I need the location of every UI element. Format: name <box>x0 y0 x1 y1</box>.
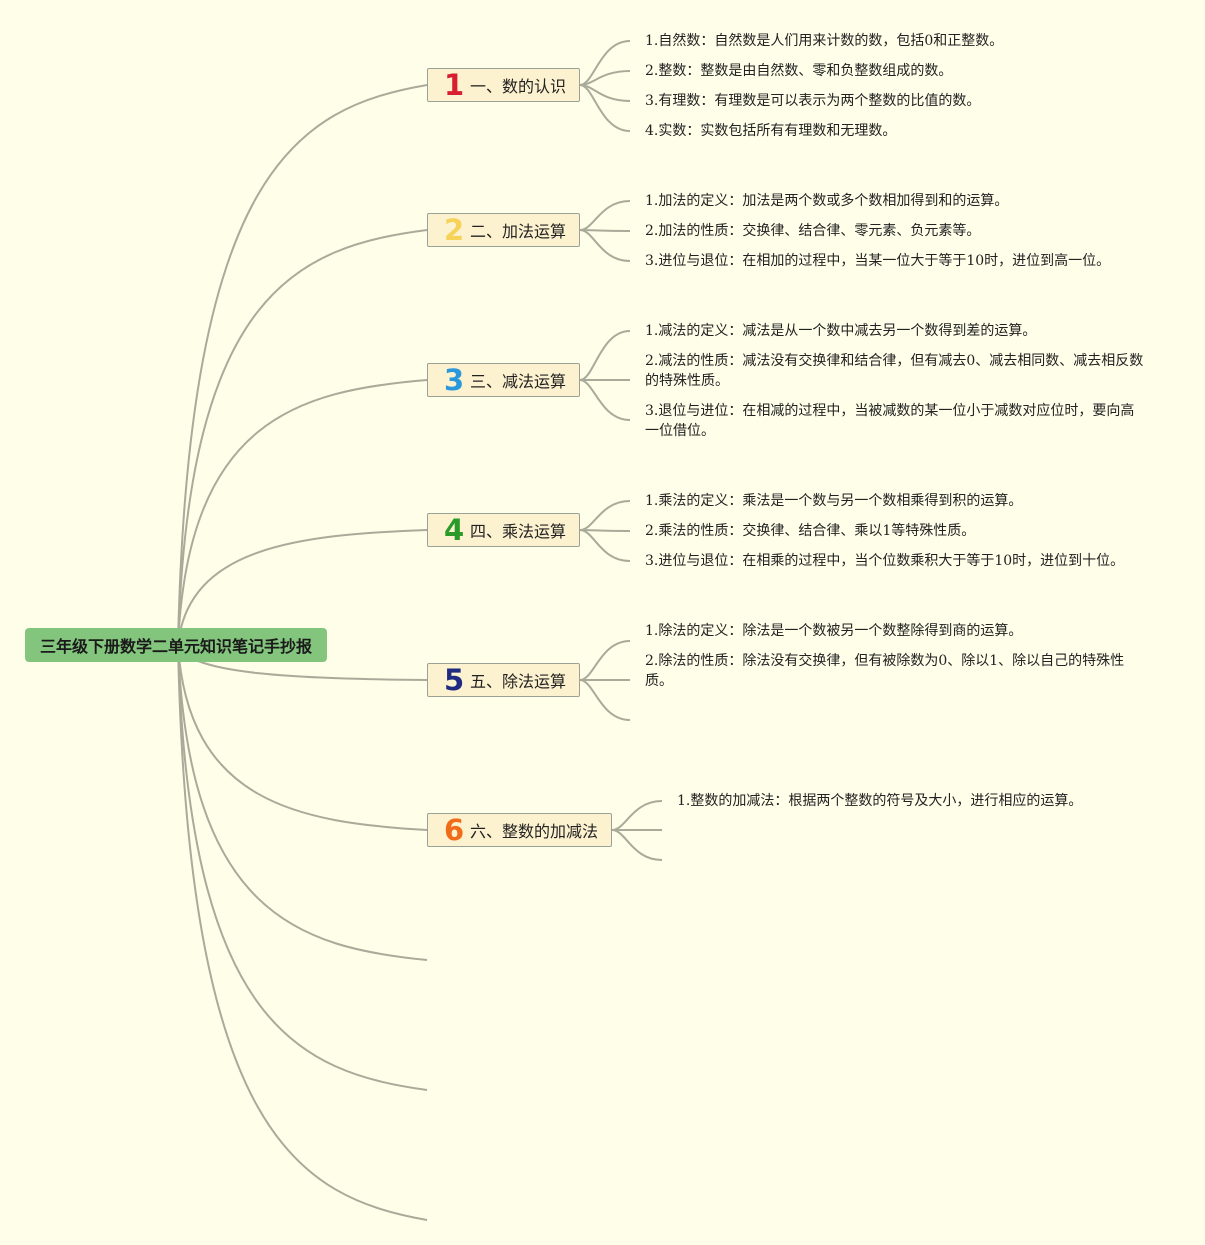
branch-label: 一、数的认识 <box>470 77 567 96</box>
branch-node-1[interactable]: 1 一、数的认识 <box>427 68 580 102</box>
leaf-item[interactable]: 3.退位与进位：在相减的过程中，当被减数的某一位小于减数对应位时，要向高一位借位… <box>645 403 1135 439</box>
leaf-item[interactable]: 4.实数：实数包括所有有理数和无理数。 <box>645 123 897 139</box>
leaf-item[interactable]: 1.减法的定义：减法是从一个数中减去另一个数得到差的运算。 <box>645 323 1037 339</box>
leaf-item[interactable]: 1.除法的定义：除法是一个数被另一个数整除得到商的运算。 <box>645 623 1023 639</box>
number-5-icon: 5 <box>444 662 465 697</box>
root-connector-2 <box>177 229 428 646</box>
leaf-item[interactable]: 2.乘法的性质：交换律、结合律、乘以1等特殊性质。 <box>645 523 976 539</box>
branch-label: 六、整数的加减法 <box>470 822 599 841</box>
branch-label: 五、除法运算 <box>470 672 567 691</box>
leaf-connector <box>579 84 631 102</box>
leaf-item[interactable]: 3.进位与退位：在相加的过程中，当某一位大于等于10时，进位到高一位。 <box>645 253 1111 269</box>
root-connector-4 <box>177 529 428 646</box>
branch-node-6[interactable]: 6 六、整数的加减法 <box>427 813 612 847</box>
leaf-item[interactable]: 3.进位与退位：在相乘的过程中，当个位数乘积大于等于10时，进位到十位。 <box>645 553 1125 569</box>
number-4-icon: 4 <box>444 512 465 547</box>
branch-node-4[interactable]: 4 四、乘法运算 <box>427 513 580 547</box>
branch-node-2[interactable]: 2 二、加法运算 <box>427 213 580 247</box>
number-6-icon: 6 <box>444 812 465 847</box>
leaf-connector <box>579 679 631 721</box>
leaf-connector <box>579 70 631 86</box>
branch-label: 二、加法运算 <box>470 222 567 241</box>
leaf-connector <box>579 229 631 262</box>
leaf-connector <box>579 529 631 562</box>
number-3-icon: 3 <box>444 362 465 397</box>
root-node[interactable]: 三年级下册数学二单元知识笔记手抄报 <box>25 628 327 662</box>
leaf-connector <box>579 84 631 132</box>
root-connector-3 <box>177 379 428 646</box>
leaf-connector <box>611 800 663 831</box>
leaf-connector <box>579 500 631 531</box>
number-1-icon: 1 <box>444 67 465 102</box>
root-connector-7 <box>177 644 428 961</box>
leaf-connector <box>579 529 631 532</box>
root-connector-9 <box>177 644 428 1221</box>
leaf-item[interactable]: 1.加法的定义：加法是两个数或多个数相加得到和的运算。 <box>645 193 1009 209</box>
leaf-item[interactable]: 1.整数的加减法：根据两个整数的符号及大小，进行相应的运算。 <box>677 793 1083 809</box>
branch-node-5[interactable]: 5 五、除法运算 <box>427 663 580 697</box>
leaf-item[interactable]: 3.有理数：有理数是可以表示为两个整数的比值的数。 <box>645 93 981 109</box>
leaf-connector <box>579 330 631 381</box>
leaf-connector <box>579 40 631 86</box>
leaf-item[interactable]: 1.自然数：自然数是人们用来计数的数，包括0和正整数。 <box>645 33 1004 49</box>
number-2-icon: 2 <box>444 212 465 247</box>
leaf-item[interactable]: 2.加法的性质：交换律、结合律、零元素、负元素等。 <box>645 223 981 239</box>
leaf-item[interactable]: 2.除法的性质：除法没有交换律，但有被除数为0、除以1、除以自己的特殊性质。 <box>645 653 1125 689</box>
root-title: 三年级下册数学二单元知识笔记手抄报 <box>39 637 312 656</box>
leaf-item[interactable]: 2.减法的性质：减法没有交换律和结合律，但有减去0、减去相同数、减去相反数的特殊… <box>645 353 1144 389</box>
leaf-connector <box>579 640 631 681</box>
leaf-connector <box>579 200 631 231</box>
root-connector-6 <box>177 644 428 831</box>
leaf-connector <box>579 229 631 232</box>
root-connector-8 <box>177 644 428 1091</box>
leaf-item[interactable]: 2.整数：整数是由自然数、零和负整数组成的数。 <box>645 63 953 79</box>
branch-label: 三、减法运算 <box>470 372 567 391</box>
leaf-item[interactable]: 1.乘法的定义：乘法是一个数与另一个数相乘得到积的运算。 <box>645 493 1023 509</box>
leaf-connector <box>611 829 663 861</box>
leaf-connector <box>579 379 631 421</box>
branch-label: 四、乘法运算 <box>470 522 567 541</box>
root-connector-1 <box>177 84 428 646</box>
branch-node-3[interactable]: 3 三、减法运算 <box>427 363 580 397</box>
